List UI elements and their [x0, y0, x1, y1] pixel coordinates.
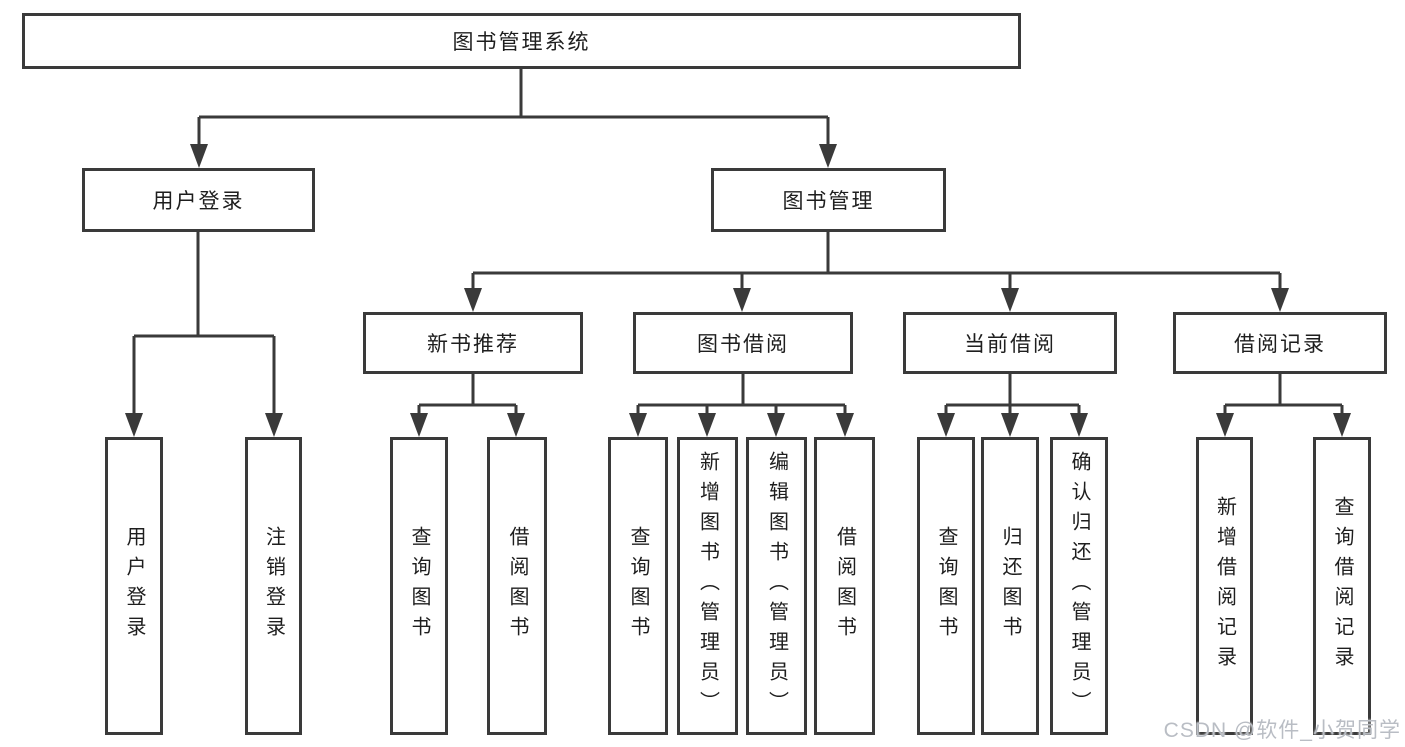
- leaf-borrow-books-recommend: 借阅图书: [487, 437, 547, 735]
- node-borrowing-records: 借阅记录: [1173, 312, 1387, 374]
- leaf-return-books: 归还图书: [981, 437, 1039, 735]
- connector-lines: [132, 67, 1344, 416]
- node-book-management: 图书管理: [711, 168, 946, 232]
- leaf-edit-books-admin: 编辑图书（管理员）: [746, 437, 807, 735]
- node-book-borrowing: 图书借阅: [633, 312, 853, 374]
- leaf-logout: 注销登录: [245, 437, 302, 735]
- leaf-query-books-current: 查询图书: [917, 437, 975, 735]
- node-new-book-recommendation: 新书推荐: [363, 312, 583, 374]
- leaf-add-books-admin: 新增图书（管理员）: [677, 437, 738, 735]
- node-book-management-system: 图书管理系统: [22, 13, 1021, 69]
- leaf-confirm-return-admin: 确认归还（管理员）: [1050, 437, 1108, 735]
- leaf-user-login: 用户登录: [105, 437, 163, 735]
- leaf-borrow-books-borrowing: 借阅图书: [814, 437, 875, 735]
- arrowhead-layer: [125, 144, 1351, 437]
- node-current-borrowing: 当前借阅: [903, 312, 1117, 374]
- leaf-add-borrow-record: 新增借阅记录: [1196, 437, 1253, 735]
- watermark: CSDN @软件_小贺同学: [1163, 719, 1401, 742]
- leaf-query-borrow-record: 查询借阅记录: [1313, 437, 1371, 735]
- leaf-query-books-recommend: 查询图书: [390, 437, 448, 735]
- leaf-query-books-borrowing: 查询图书: [608, 437, 668, 735]
- node-user-login: 用户登录: [82, 168, 315, 232]
